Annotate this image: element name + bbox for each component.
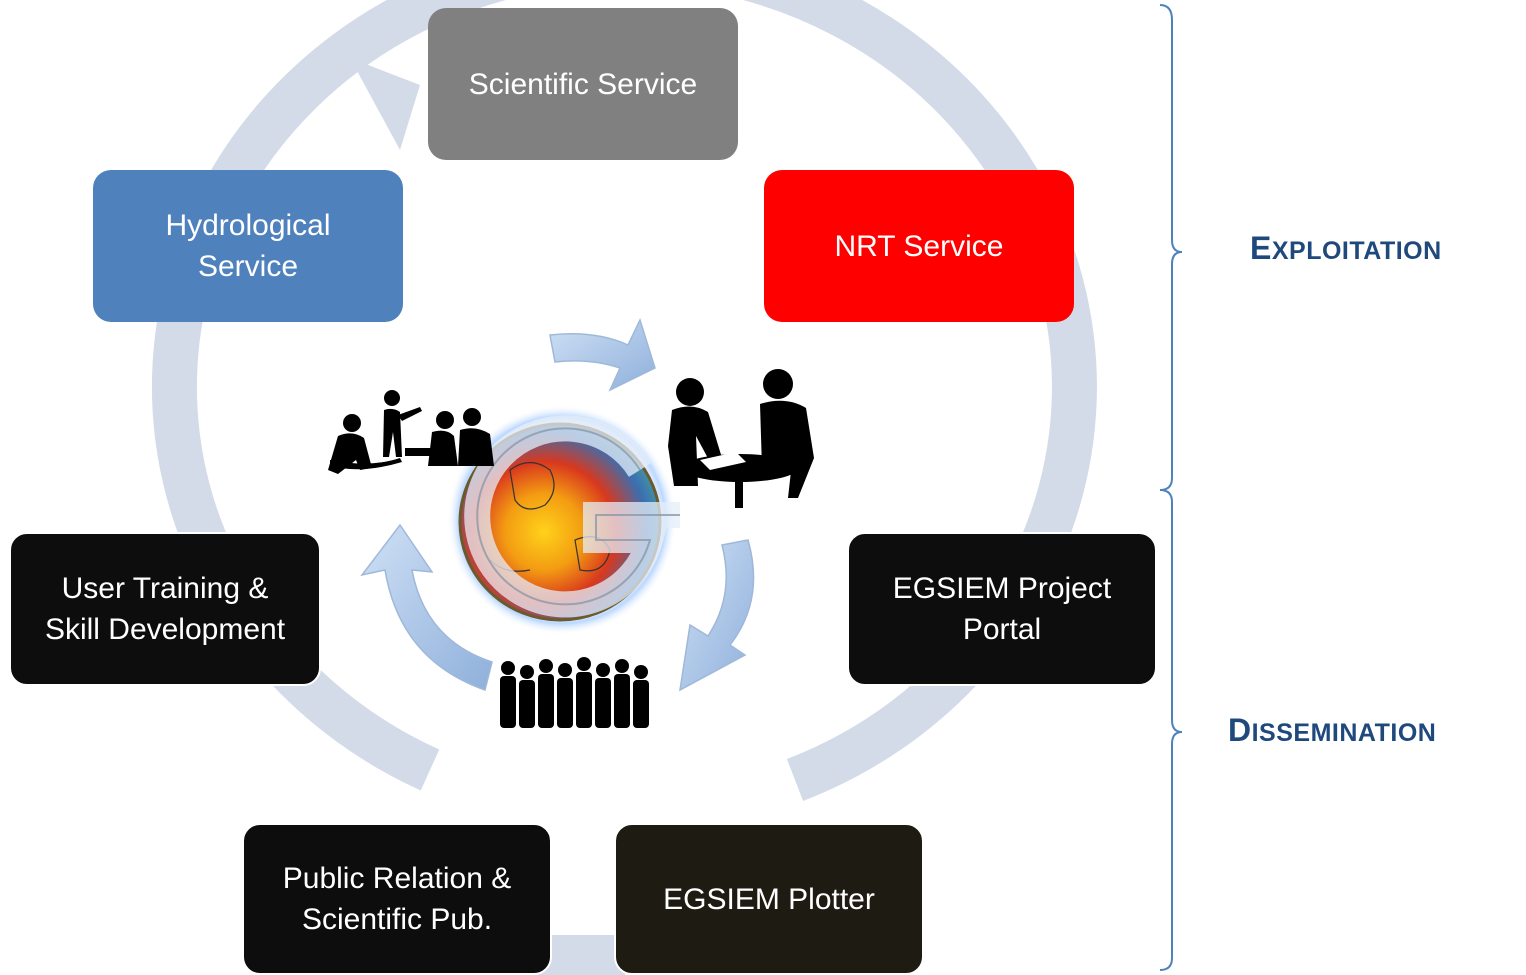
node-label: EGSIEM Plotter: [663, 882, 875, 916]
node-egsiem-project-portal: EGSIEM Project Portal: [847, 532, 1157, 686]
crowd-silhouette-icon: [500, 657, 649, 728]
discussion-silhouette-icon: [668, 369, 814, 508]
label-exploitation: EXPLOITATION: [1250, 230, 1442, 266]
node-label: Public Relation & Scientific Pub.: [282, 862, 512, 936]
label-dissemination: DISSEMINATION: [1228, 712, 1437, 748]
cycle-arrowhead-icon: [350, 58, 420, 150]
globe-logo-icon: [447, 405, 680, 635]
node-label: User Training & Skill Development: [44, 572, 286, 646]
node-hydrological-service: Hydrological Service: [93, 170, 403, 322]
inner-arrow-left-icon: [360, 523, 493, 691]
node-user-training: User Training & Skill Development: [9, 532, 321, 686]
brace-exploitation: [1159, 4, 1183, 491]
meeting-silhouette-icon: [328, 390, 494, 474]
brace-dissemination: [1159, 489, 1183, 971]
node-label: Scientific Service: [468, 67, 698, 101]
node-public-relation: Public Relation & Scientific Pub.: [242, 823, 552, 975]
node-label: NRT Service: [834, 229, 1004, 263]
node-egsiem-plotter: EGSIEM Plotter: [614, 823, 924, 975]
node-label: EGSIEM Project Portal: [892, 572, 1112, 646]
node-label: Hydrological Service: [165, 209, 331, 283]
node-scientific-service: Scientific Service: [428, 8, 738, 160]
inner-arrow-right-icon: [679, 539, 755, 692]
node-nrt-service: NRT Service: [764, 170, 1074, 322]
inner-arrow-top-icon: [549, 317, 656, 392]
